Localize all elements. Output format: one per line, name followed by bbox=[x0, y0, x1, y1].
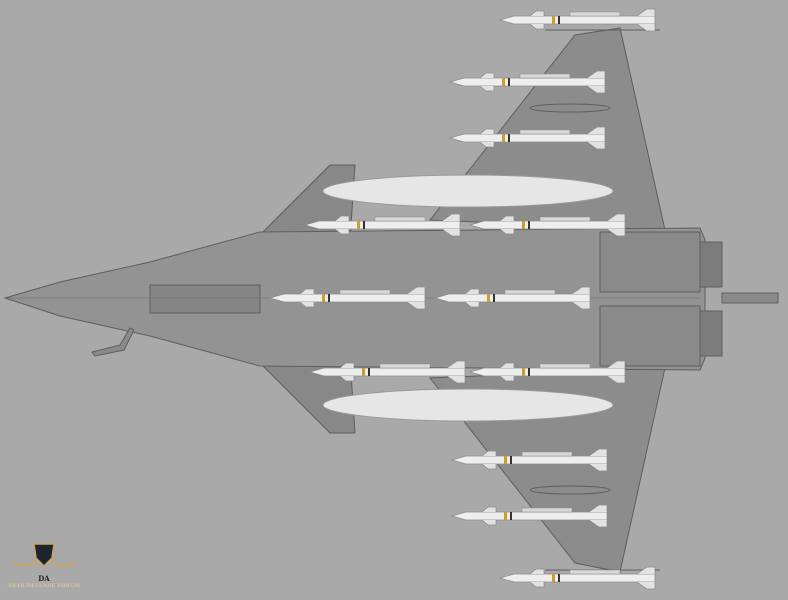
missile bbox=[498, 566, 656, 590]
refuel-probe bbox=[91, 327, 135, 357]
missile bbox=[448, 70, 606, 94]
shield-emblem-icon bbox=[11, 543, 77, 568]
engine-nacelle-upper bbox=[599, 231, 701, 293]
airframe bbox=[3, 27, 779, 573]
missile bbox=[498, 8, 656, 32]
fuel-tank-upper bbox=[322, 174, 614, 208]
exhaust-upper bbox=[699, 241, 723, 288]
missile bbox=[303, 213, 461, 237]
missile-group bbox=[268, 8, 656, 590]
watermark-logo: DA ARAB DEFENSE FORUM bbox=[4, 540, 84, 589]
missile bbox=[433, 286, 591, 310]
missile bbox=[268, 286, 426, 310]
watermark-name: ARAB DEFENSE FORUM bbox=[7, 583, 81, 589]
canopy bbox=[149, 284, 261, 314]
missile bbox=[450, 504, 608, 528]
engine-nacelle-lower bbox=[599, 305, 701, 367]
missile bbox=[468, 360, 626, 384]
missile bbox=[308, 360, 466, 384]
missile bbox=[468, 213, 626, 237]
watermark-monogram: DA bbox=[38, 574, 50, 583]
tail-boom bbox=[721, 292, 779, 304]
fuel-tank-lower bbox=[322, 388, 614, 422]
missile bbox=[448, 126, 606, 150]
exhaust-lower bbox=[699, 310, 723, 357]
missile bbox=[450, 448, 608, 472]
